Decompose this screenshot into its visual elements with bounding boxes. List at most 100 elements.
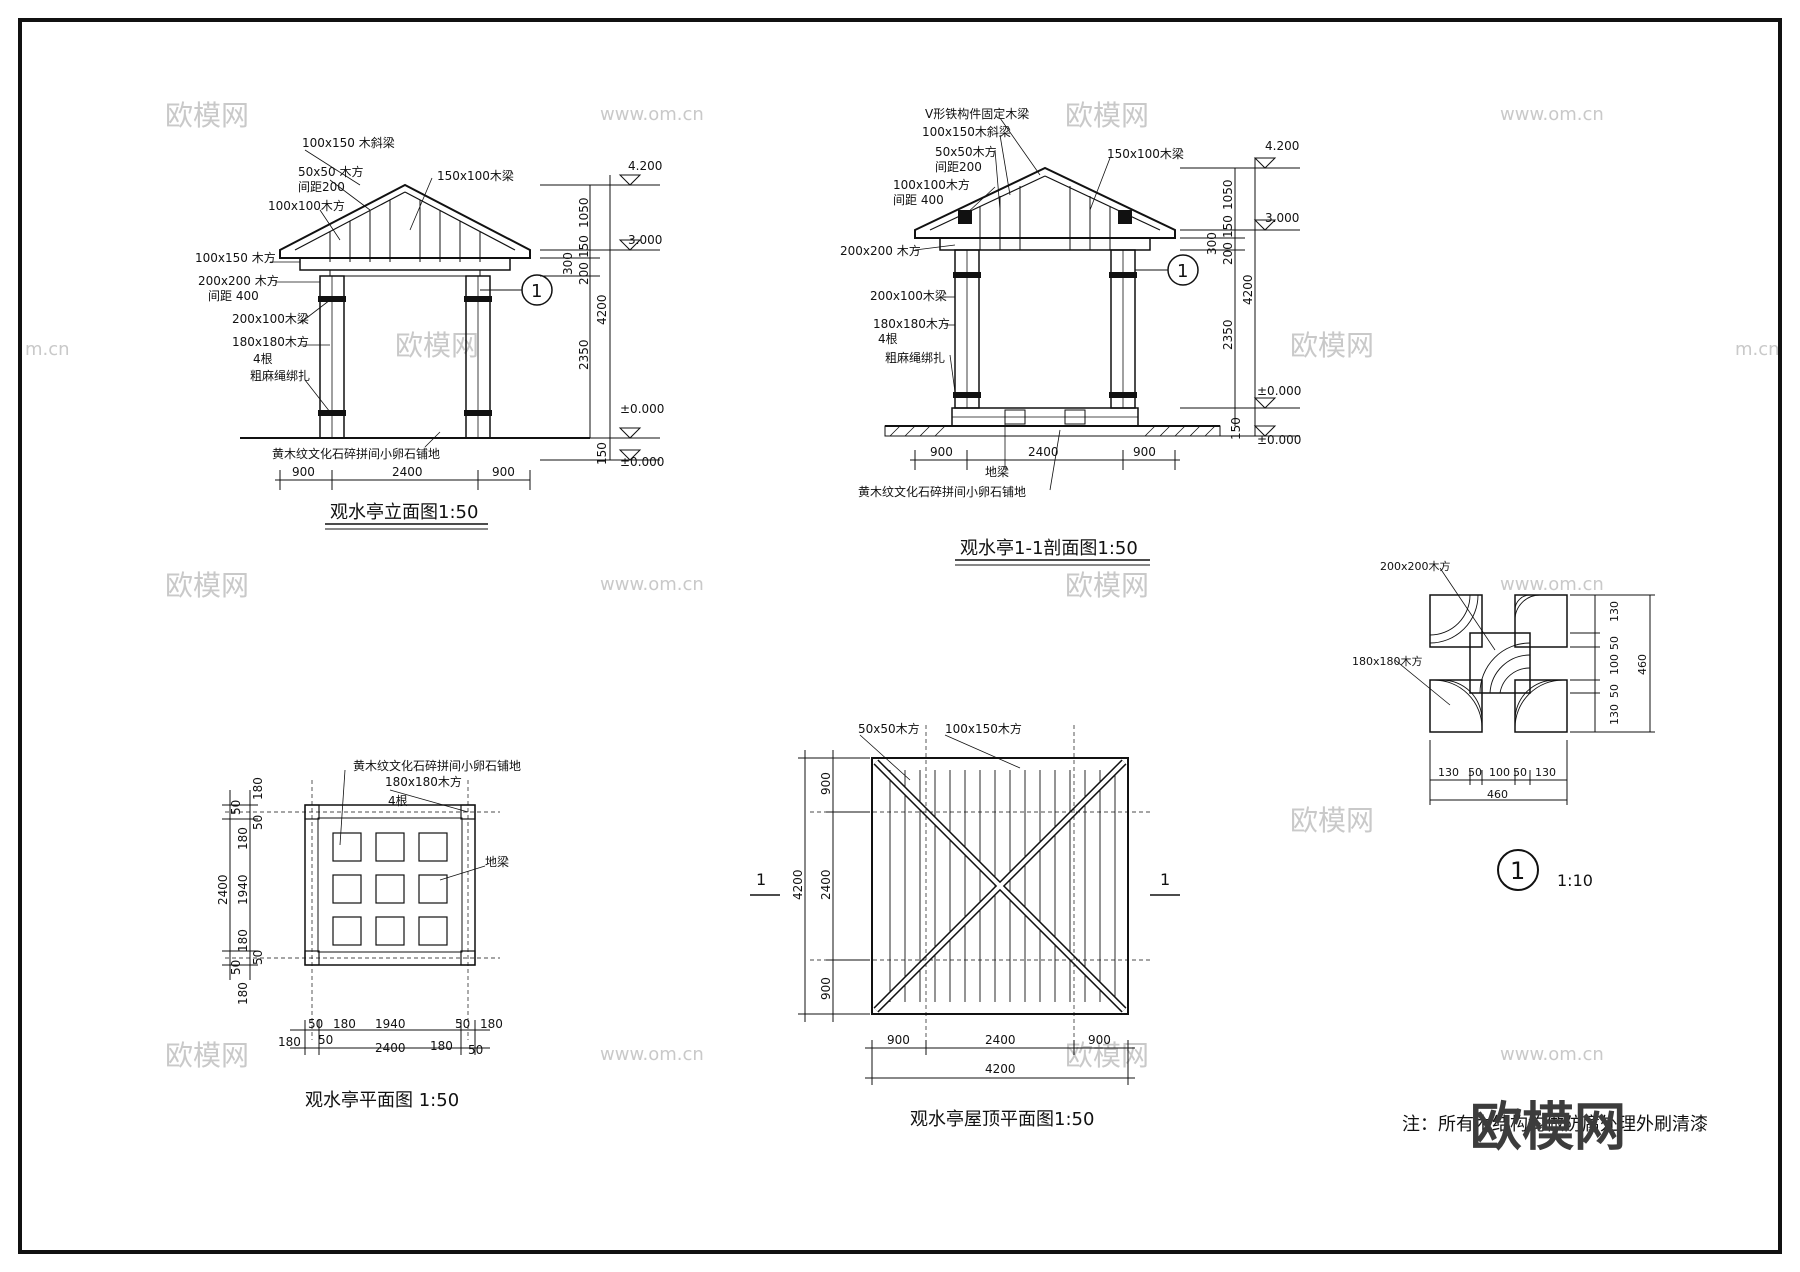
watermark-url: www.om.cn bbox=[1500, 574, 1604, 595]
plan-label: 黄木纹文化石碎拼间小卵石铺地 bbox=[353, 758, 521, 773]
elevation-roof-battens bbox=[329, 200, 481, 262]
watermark-layer: 欧模网 www.om.cn 欧模网 www.om.cn 欧模网 欧模网 m.cn… bbox=[25, 99, 1780, 1072]
elevation-label: 间距 400 bbox=[208, 289, 259, 303]
section-dim: 1050 bbox=[1221, 179, 1235, 210]
elevation-rope-band bbox=[464, 296, 492, 302]
plan-dim: 180 bbox=[236, 827, 250, 850]
plan-paving-grid bbox=[332, 832, 448, 946]
general-note: 注：所有木结构均做防腐处理外刷清漆 bbox=[1402, 1114, 1708, 1135]
elevation-section-marker-number: 1 bbox=[531, 281, 542, 302]
section-level: ±0.000 bbox=[1257, 433, 1301, 447]
elevation-label: 100x100木方 bbox=[268, 198, 345, 213]
watermark-brand: 欧模网 bbox=[165, 1039, 249, 1072]
plan-dim: 180 bbox=[236, 982, 250, 1005]
section-label: 黄木纹文化石碎拼间小卵石铺地 bbox=[858, 484, 1026, 499]
watermark-brand: 欧模网 bbox=[1065, 1039, 1149, 1072]
section-label: 200x100木梁 bbox=[870, 288, 947, 303]
section-drawing: V形铁构件固定木梁 100x150木斜梁 50x50木方 间距200 150x1… bbox=[840, 106, 1301, 566]
watermark-brand: 欧模网 bbox=[165, 99, 249, 132]
plan-dim: 50 bbox=[308, 1017, 323, 1031]
detail-dim: 130 bbox=[1535, 766, 1556, 779]
elevation-level: 3.000 bbox=[628, 233, 662, 247]
elevation-dim: 200 bbox=[577, 262, 591, 285]
plan-dim: 180 bbox=[251, 777, 265, 800]
detail-dim: 460 bbox=[1636, 654, 1649, 675]
elevation-drawing: 100x150 木斜梁 50x50 木方 间距200 150x100木梁 100… bbox=[195, 135, 664, 530]
watermark-url: www.om.cn bbox=[600, 574, 704, 595]
watermark-url: www.om.cn bbox=[1500, 1044, 1604, 1065]
plan-dim: 2400 bbox=[375, 1041, 406, 1055]
watermark-brand: 欧模网 bbox=[1290, 804, 1374, 837]
detail-dim: 50 bbox=[1513, 766, 1527, 779]
elevation-dim: 1050 bbox=[577, 197, 591, 228]
plan-dim: 2400 bbox=[216, 874, 230, 905]
section-marker-number: 1 bbox=[1177, 261, 1188, 282]
plan-dim: 180 bbox=[278, 1035, 301, 1049]
detail-dim: 130 bbox=[1608, 704, 1621, 725]
plan-dim: 50 bbox=[229, 800, 243, 815]
detail-drawing: 200x200木方 180x180木方 130 50 100 50 130 46… bbox=[1352, 559, 1655, 891]
section-label: 180x180木方 bbox=[873, 316, 950, 331]
section-dim: 2350 bbox=[1221, 319, 1235, 350]
roof-plan-dim: 2400 bbox=[985, 1033, 1016, 1047]
section-level: ±0.000 bbox=[1257, 384, 1301, 398]
roof-plan-dim: 4200 bbox=[791, 869, 805, 900]
elevation-beam bbox=[329, 269, 481, 277]
watermark-url: m.cn bbox=[25, 339, 70, 360]
plan-dim: 180 bbox=[430, 1039, 453, 1053]
roof-plan-label: 50x50木方 bbox=[858, 721, 920, 736]
detail-dim: 50 bbox=[1468, 766, 1482, 779]
section-label: 50x50木方 bbox=[935, 144, 997, 159]
plan-dim: 50 bbox=[251, 815, 265, 830]
detail-column-squares bbox=[1429, 594, 1568, 733]
plan-dim: 1940 bbox=[236, 874, 250, 905]
plan-dim: 50 bbox=[318, 1033, 333, 1047]
elevation-label: 150x100木梁 bbox=[437, 168, 514, 183]
elevation-level: 4.200 bbox=[628, 159, 662, 173]
section-dim: 900 bbox=[930, 445, 953, 459]
roof-plan-section-mark: 1 bbox=[1160, 870, 1170, 889]
section-dim: 300 bbox=[1205, 232, 1219, 255]
watermark-brand: 欧模网 bbox=[395, 329, 479, 362]
sheet-frame bbox=[18, 18, 1782, 1254]
detail-dim: 460 bbox=[1487, 788, 1508, 801]
elevation-dim: 900 bbox=[292, 465, 315, 479]
section-label: 100x150木斜梁 bbox=[922, 124, 1011, 139]
elevation-label: 黄木纹文化石碎拼间小卵石铺地 bbox=[272, 446, 440, 461]
section-level: 4.200 bbox=[1265, 139, 1299, 153]
roof-plan-dim: 900 bbox=[819, 772, 833, 795]
section-dim: 150 bbox=[1229, 417, 1243, 440]
section-label: 150x100木梁 bbox=[1107, 146, 1184, 161]
plan-dim: 180 bbox=[480, 1017, 503, 1031]
elevation-label: 180x180木方 bbox=[232, 334, 309, 349]
roof-plan-dim: 900 bbox=[819, 977, 833, 1000]
section-label: 200x200 木方 bbox=[840, 243, 921, 258]
plan-dim: 50 bbox=[229, 960, 243, 975]
detail-label: 200x200木方 bbox=[1380, 559, 1451, 573]
roof-plan-section-mark: 1 bbox=[756, 870, 766, 889]
plan-label: 4根 bbox=[388, 794, 408, 808]
roof-plan-label: 100x150木方 bbox=[945, 721, 1022, 736]
elevation-rope-band bbox=[318, 296, 346, 302]
elevation-dim: 2400 bbox=[392, 465, 423, 479]
elevation-rope-band bbox=[464, 410, 492, 416]
roof-plan-dim: 900 bbox=[1088, 1033, 1111, 1047]
detail-dim: 50 bbox=[1608, 684, 1621, 698]
elevation-label: 100x150 木斜梁 bbox=[302, 135, 395, 150]
detail-wood-grain bbox=[1429, 594, 1564, 729]
elevation-label: 200x100木梁 bbox=[232, 311, 309, 326]
detail-marker bbox=[1497, 849, 1539, 891]
section-label: 地梁 bbox=[985, 464, 1009, 479]
plan-label: 180x180木方 bbox=[385, 774, 462, 789]
elevation-roof bbox=[279, 183, 531, 259]
plan-dim: 50 bbox=[468, 1043, 483, 1057]
plan-dim: 1940 bbox=[375, 1017, 406, 1031]
watermark-brand: 欧模网 bbox=[1065, 99, 1149, 132]
plan-dim: 50 bbox=[251, 950, 265, 965]
roof-plan-dim: 900 bbox=[887, 1033, 910, 1047]
detail-scale: 1:10 bbox=[1557, 871, 1593, 890]
watermark-brand: 欧模网 bbox=[1290, 329, 1374, 362]
section-label: 100x100木方 bbox=[893, 177, 970, 192]
section-label: V形铁构件固定木梁 bbox=[925, 106, 1029, 121]
